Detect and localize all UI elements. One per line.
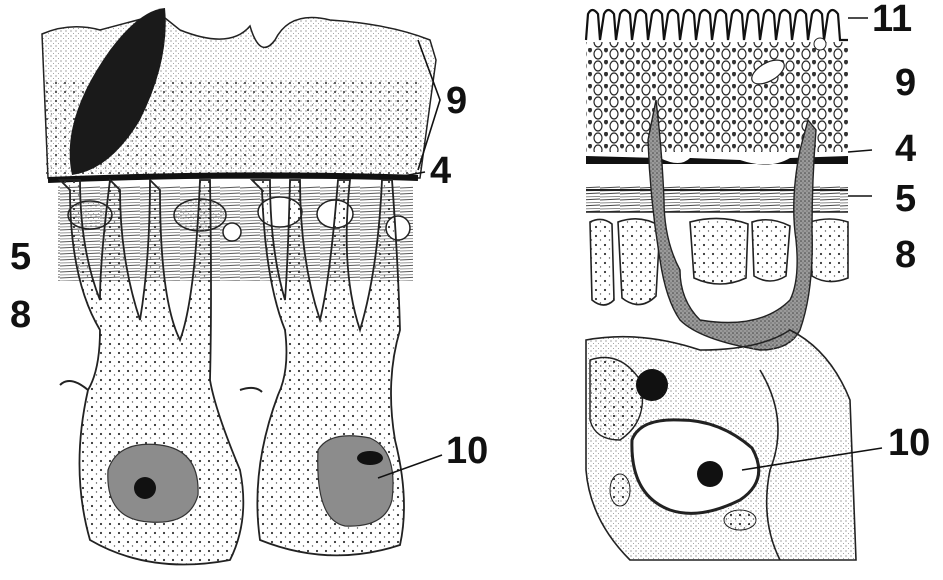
right-label-11: 11 bbox=[872, 0, 912, 38]
left-panel bbox=[42, 8, 442, 565]
left-label-4: 4 bbox=[430, 152, 451, 190]
left-label-10: 10 bbox=[446, 432, 488, 470]
left-label-9: 9 bbox=[446, 82, 467, 120]
left-label-5: 5 bbox=[10, 238, 31, 276]
right-microvilli bbox=[586, 10, 848, 40]
left-nucleus-2 bbox=[318, 436, 393, 526]
right-panel bbox=[586, 10, 882, 560]
right-label-5: 5 bbox=[895, 180, 916, 218]
right-label-4: 4 bbox=[895, 130, 916, 168]
left-label-8: 8 bbox=[10, 296, 31, 334]
right-label-10: 10 bbox=[888, 424, 930, 462]
right-label-9: 9 bbox=[895, 64, 916, 102]
right-leader-4 bbox=[848, 150, 872, 152]
left-basement-membrane bbox=[48, 175, 418, 180]
right-label-8: 8 bbox=[895, 236, 916, 274]
